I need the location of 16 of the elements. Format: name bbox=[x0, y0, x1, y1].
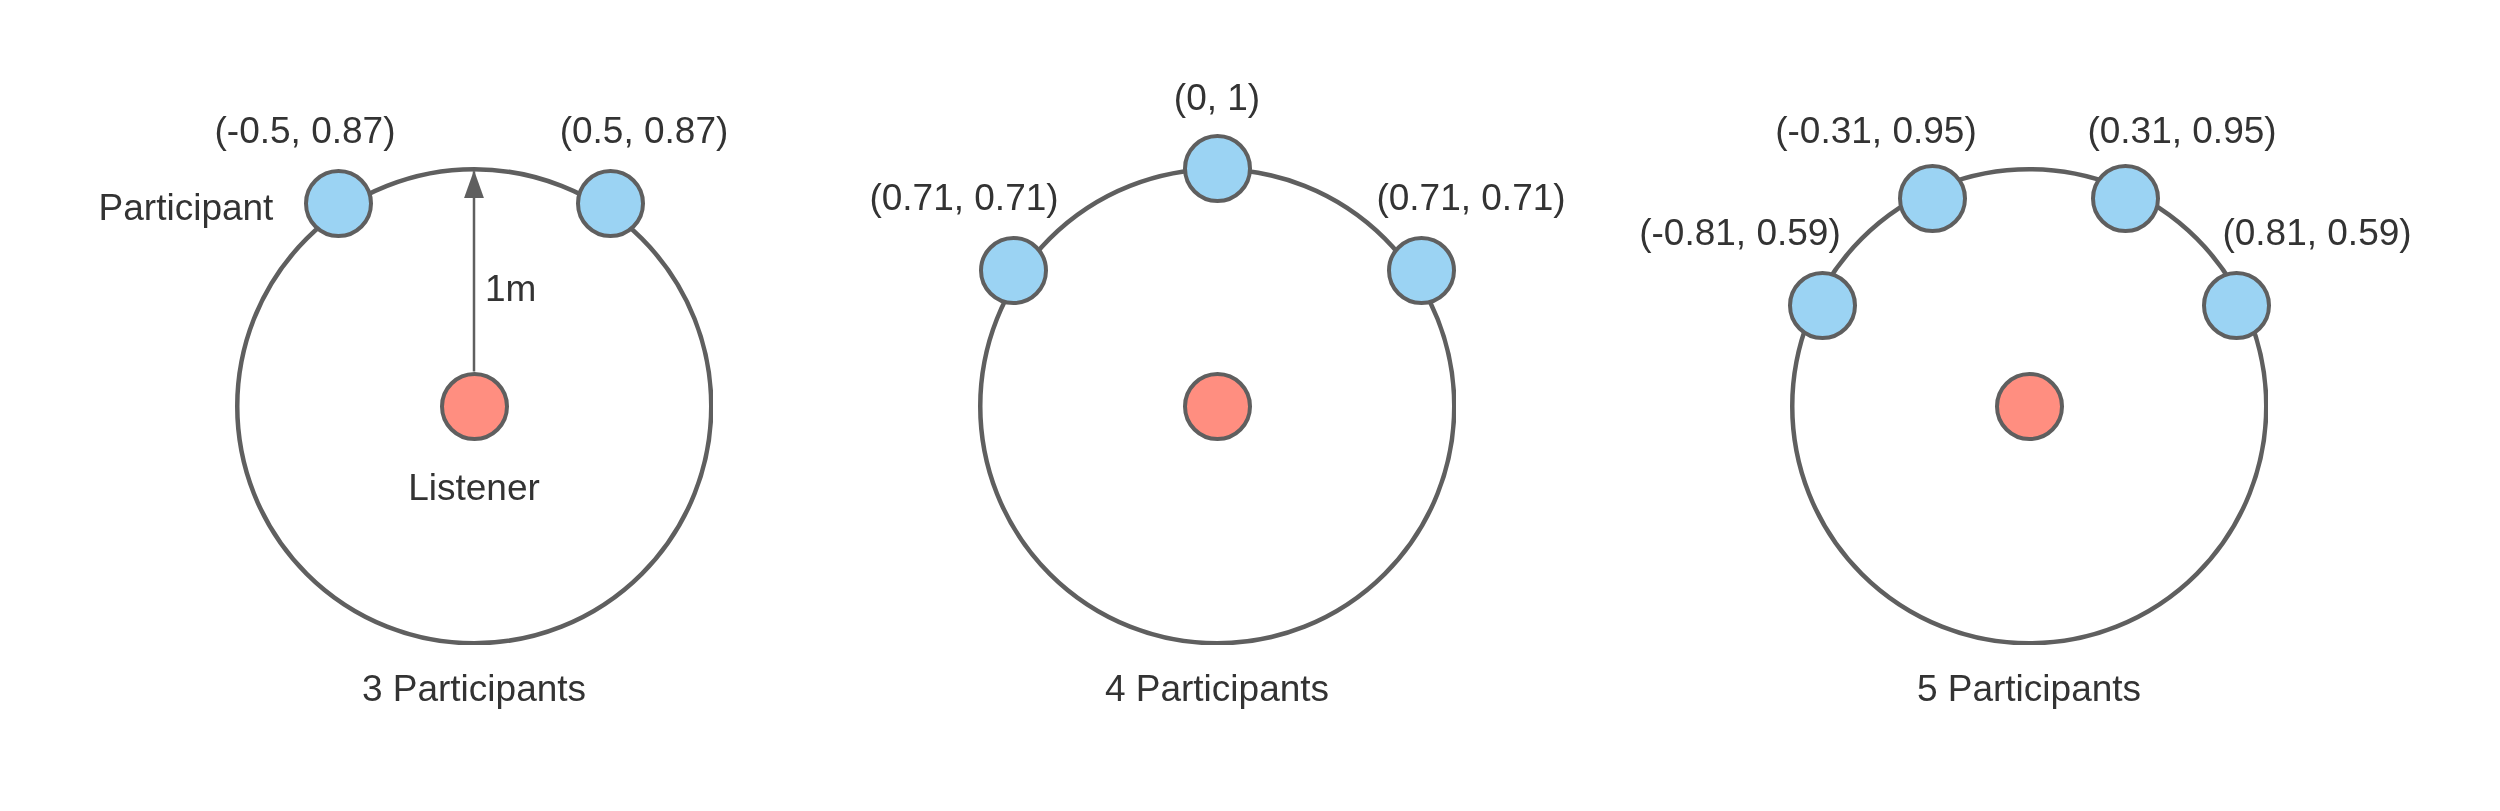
panel-caption: 4 Participants bbox=[1104, 668, 1330, 711]
listener-label: Listener bbox=[408, 466, 540, 510]
participant-label: Participant bbox=[98, 186, 274, 230]
arrow bbox=[464, 170, 484, 372]
coordinate-label: (-0.81, 0.59) bbox=[1639, 211, 1841, 255]
panel-caption: 5 Participants bbox=[1916, 668, 2142, 711]
coordinate-label: (0, 1) bbox=[1173, 76, 1261, 120]
coordinate-label: (-0.31, 0.95) bbox=[1775, 109, 1977, 153]
coordinate-label: (0.5, 0.87) bbox=[559, 109, 729, 153]
coordinate-label: (-0.5, 0.87) bbox=[214, 109, 396, 153]
coordinate-label: (0.31, 0.95) bbox=[2087, 109, 2277, 153]
edge-label: 1m bbox=[485, 268, 537, 311]
coordinate-label: (0.81, 0.59) bbox=[2222, 211, 2412, 255]
panel-caption: 3 Participants bbox=[361, 668, 587, 711]
coordinate-label: (0.71, 0.71) bbox=[1376, 176, 1566, 220]
coordinate-label: (0.71, 0.71) bbox=[869, 176, 1059, 220]
